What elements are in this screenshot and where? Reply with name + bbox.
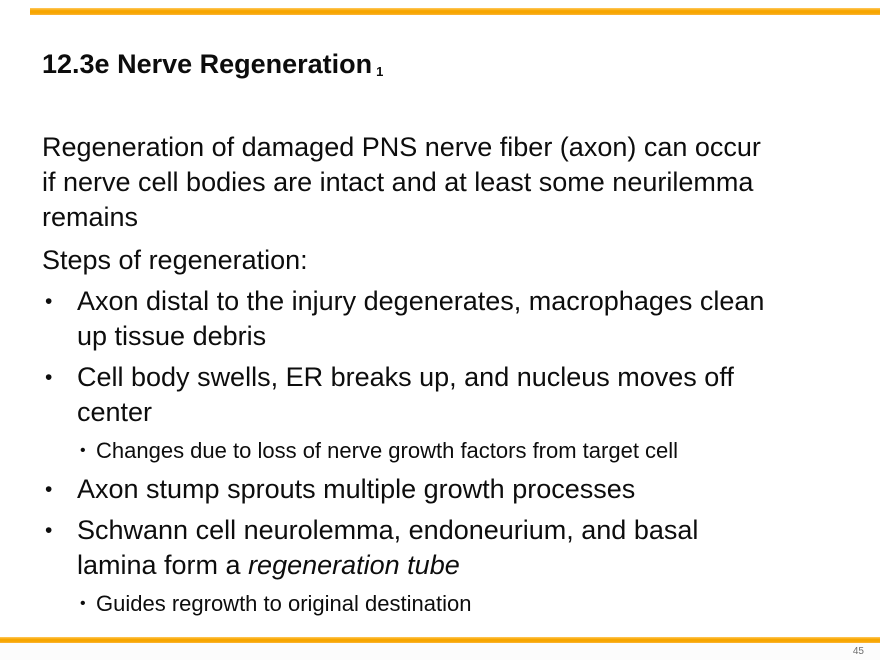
top-accent-bar [30,8,880,15]
page-number: 45 [852,646,864,657]
bullet-item-axon-distal: • Axon distal to the injury degenerates,… [42,284,840,354]
slide-body: Regeneration of damaged PNS nerve fiber … [42,130,840,619]
bullet-text: Axon distal to the injury degenerates, m… [77,286,765,351]
bullet-text: Changes due to loss of nerve growth fact… [96,438,679,463]
bullet-icon: • [80,442,86,459]
sub-bullet-item-changes: • Changes due to loss of nerve growth fa… [80,436,840,466]
bullet-text: Schwann cell neurolemma, endoneurium, an… [77,513,698,583]
bullet-icon: • [45,366,53,389]
bullet-item-axon-stump: • Axon stump sprouts multiple growth pro… [42,472,840,507]
bullet-text: Axon stump sprouts multiple growth proce… [77,474,636,504]
footer-strip: 45 [0,643,880,660]
bullet-text: Guides regrowth to original destination [96,591,472,616]
bullet-icon: • [45,478,53,501]
bullet-text-italic: regeneration tube [248,550,460,580]
title-footnote-number: 1 [376,64,384,79]
bullet-item-cell-body-swells: • Cell body swells, ER breaks up, and nu… [42,360,840,430]
paragraph-intro: Regeneration of damaged PNS nerve fiber … [42,132,761,232]
bullet-text-normal: Schwann cell neurolemma, endoneurium, an… [77,515,699,580]
slide-title-text: 12.3e Nerve Regeneration [42,49,373,79]
bullet-icon: • [45,519,53,542]
bottom-accent-bar [0,637,880,643]
bullet-icon: • [80,595,86,612]
sub-bullet-item-guides: • Guides regrowth to original destinatio… [80,589,840,619]
bullet-icon: • [45,290,53,313]
bullet-text: Cell body swells, ER breaks up, and nucl… [77,362,734,427]
bullet-item-schwann-cell: • Schwann cell neurolemma, endoneurium, … [42,513,840,583]
paragraph-steps-heading: Steps of regeneration: [42,245,308,275]
